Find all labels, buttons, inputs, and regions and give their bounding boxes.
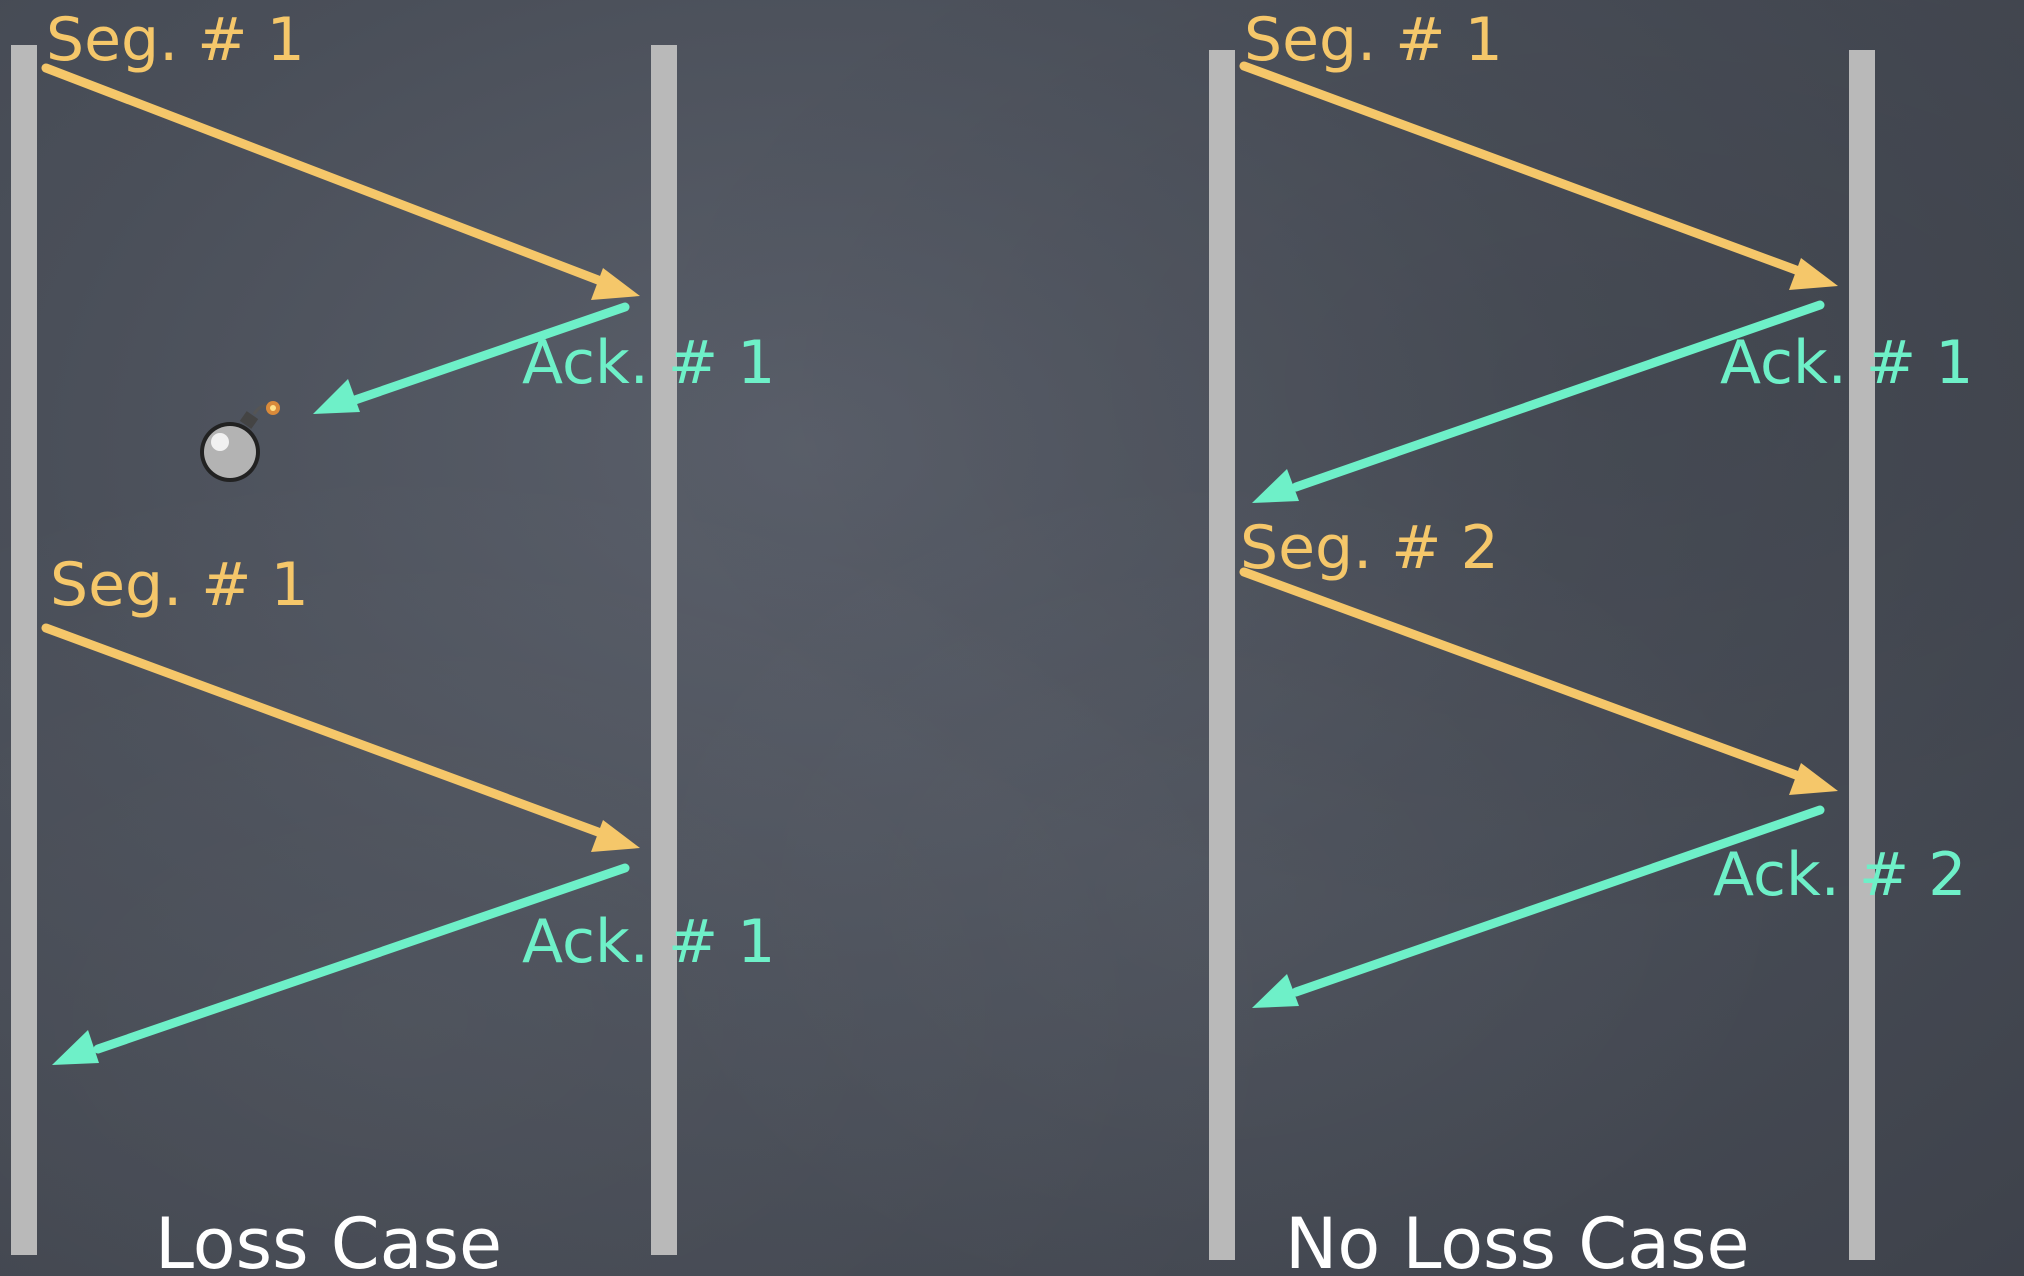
noloss-ack2-label: Ack. # 2 [1713, 840, 1966, 910]
noloss-ack1-arrow [1291, 300, 1825, 492]
bomb-icon [200, 401, 280, 482]
loss-ack1-arrowhead [313, 379, 360, 414]
loss-receiver-timeline [651, 45, 677, 1255]
noloss-seg2-arrowhead [1789, 763, 1838, 795]
noloss-ack2-arrowhead [1252, 974, 1299, 1008]
loss-seg1-retx-arrowhead [591, 820, 640, 852]
loss-ack1-retx-label: Ack. # 1 [522, 907, 775, 977]
loss-ack1-arrow [350, 302, 630, 405]
noloss-ack2-arrow [1291, 805, 1825, 997]
no-loss-case-caption: No Loss Case [1285, 1203, 1750, 1276]
loss-sender-timeline [11, 45, 37, 1255]
noloss-seg1-arrowhead [1789, 258, 1838, 290]
loss-ack1-label: Ack. # 1 [522, 328, 775, 398]
loss-case-caption: Loss Case [155, 1203, 502, 1276]
noloss-receiver-timeline [1849, 50, 1875, 1260]
loss-ack1-retx-arrow [93, 863, 630, 1054]
noloss-ack1-label: Ack. # 1 [1720, 328, 1973, 398]
loss-seg1-arrow [41, 63, 603, 285]
noloss-seg2-label: Seg. # 2 [1240, 513, 1499, 583]
loss-seg1-label: Seg. # 1 [46, 5, 305, 75]
loss-seg1-retx-label: Seg. # 1 [50, 550, 309, 620]
no-loss-case-diagram: Seg. # 1 Ack. # 1 Seg. # 2 Ack. # 2 No L… [1209, 5, 1973, 1276]
noloss-seg2-arrow [1239, 567, 1801, 780]
loss-seg1-retx-arrow [41, 623, 603, 837]
loss-seg1-arrowhead [591, 268, 640, 300]
loss-ack1-retx-arrowhead [52, 1030, 99, 1065]
noloss-ack1-arrowhead [1252, 469, 1299, 503]
loss-case-diagram: Seg. # 1 Ack. # 1 Seg. # 1 Ack. # 1 Loss… [11, 5, 775, 1276]
noloss-seg1-label: Seg. # 1 [1244, 5, 1503, 75]
noloss-sender-timeline [1209, 50, 1235, 1260]
noloss-seg1-arrow [1239, 61, 1801, 275]
